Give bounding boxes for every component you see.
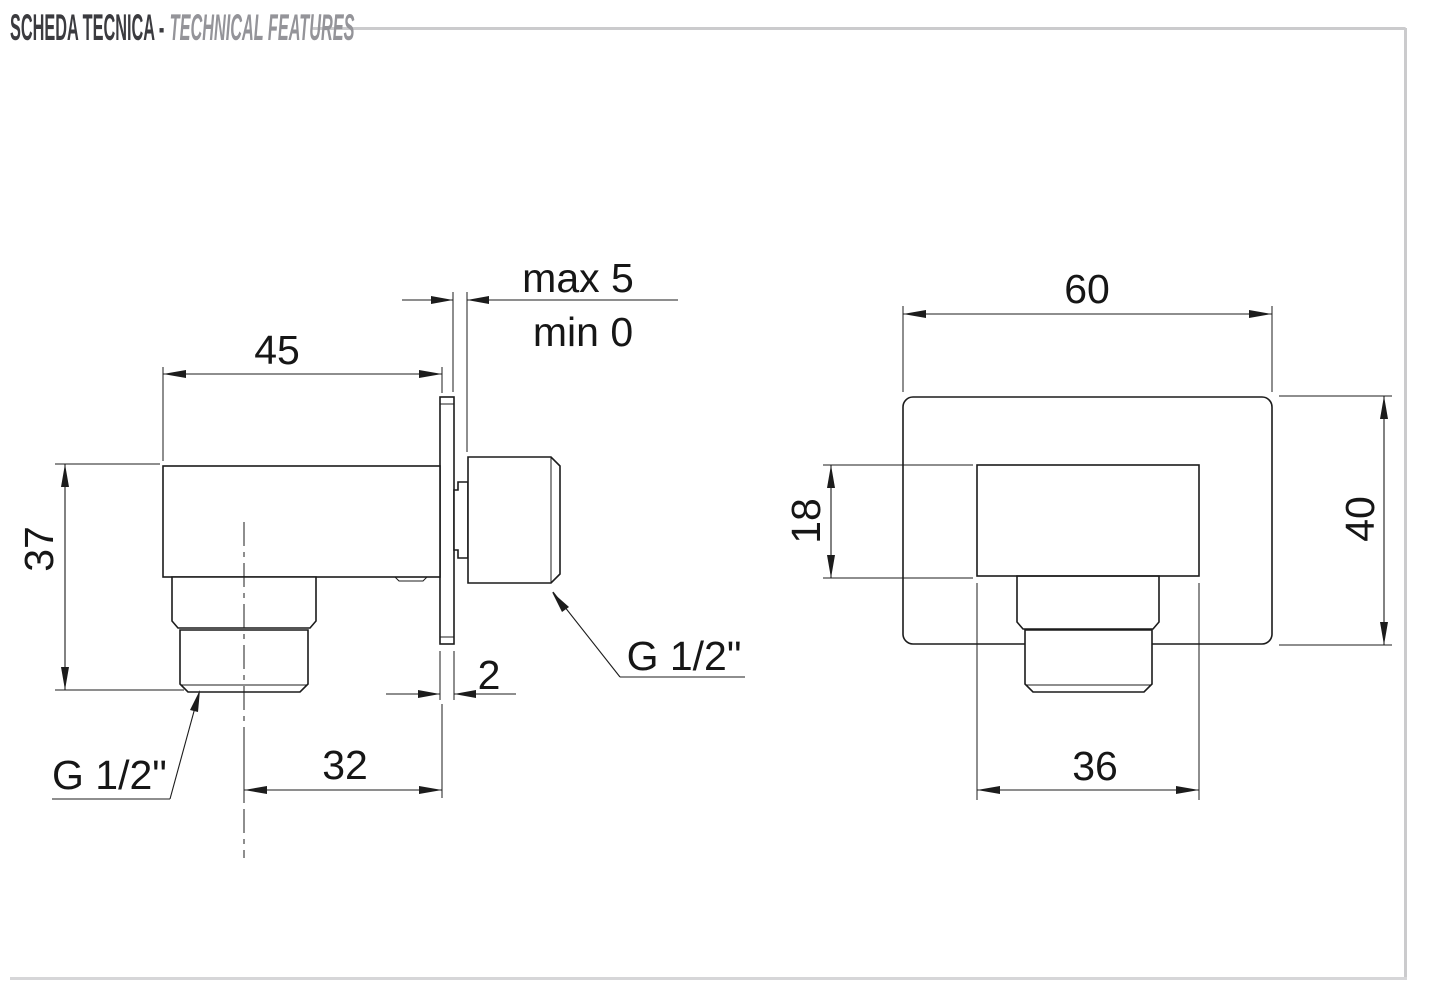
dim-max5-label: max 5 — [522, 255, 634, 301]
page-title-english: TECHNICAL FEATURES — [169, 7, 355, 48]
dim-36: 36 — [976, 583, 1200, 800]
dim-40: 40 — [1279, 395, 1392, 646]
side-view-drawing: 45 37 max 5 min 0 — [16, 255, 745, 858]
dim-37: 37 — [16, 463, 184, 691]
page-title-italian: SCHEDA TECNICA - — [10, 7, 165, 48]
label-g12-back: G 1/2" — [552, 591, 745, 679]
dim-40-label: 40 — [1337, 496, 1383, 542]
frame-border-right — [1404, 28, 1407, 980]
valve-body-front — [976, 464, 1200, 577]
rear-thread-boss-side — [467, 456, 561, 584]
front-view-drawing: 60 40 18 — [783, 266, 1392, 800]
dim-2: 2 — [386, 651, 516, 700]
dim-18: 18 — [783, 464, 973, 579]
frame-border-bottom — [10, 977, 1407, 980]
dim-32: 32 — [243, 704, 443, 798]
dim-min0-label: min 0 — [533, 309, 633, 355]
page-title: SCHEDA TECNICA -TECHNICAL FEATURES — [10, 9, 354, 46]
bottom-nut-side — [171, 576, 317, 629]
dim-18-label: 18 — [783, 498, 829, 544]
body-bottom-notch — [394, 576, 428, 582]
bottom-nut-front — [1016, 575, 1160, 630]
dim-37-label: 37 — [16, 526, 62, 572]
rear-flange-side — [453, 481, 469, 559]
dim-36-label: 36 — [1072, 743, 1118, 789]
dim-wall-allowance: max 5 min 0 — [402, 255, 678, 452]
dim-45-label: 45 — [254, 327, 300, 373]
dim-45: 45 — [162, 327, 443, 461]
valve-body-outline — [162, 465, 441, 578]
dim-2-label: 2 — [478, 652, 501, 698]
label-g12-bottom: G 1/2" — [52, 690, 200, 800]
bottom-thread-front — [1024, 629, 1153, 693]
thread-size-back-label: G 1/2" — [627, 633, 742, 679]
dim-60: 60 — [902, 266, 1273, 392]
dim-32-label: 32 — [322, 742, 368, 788]
dim-60-label: 60 — [1064, 266, 1110, 312]
thread-size-bottom-label: G 1/2" — [52, 752, 167, 798]
header: SCHEDA TECNICA -TECHNICAL FEATURES — [10, 9, 1406, 46]
wall-plate-side — [439, 396, 455, 645]
header-rule-line — [312, 26, 1406, 30]
